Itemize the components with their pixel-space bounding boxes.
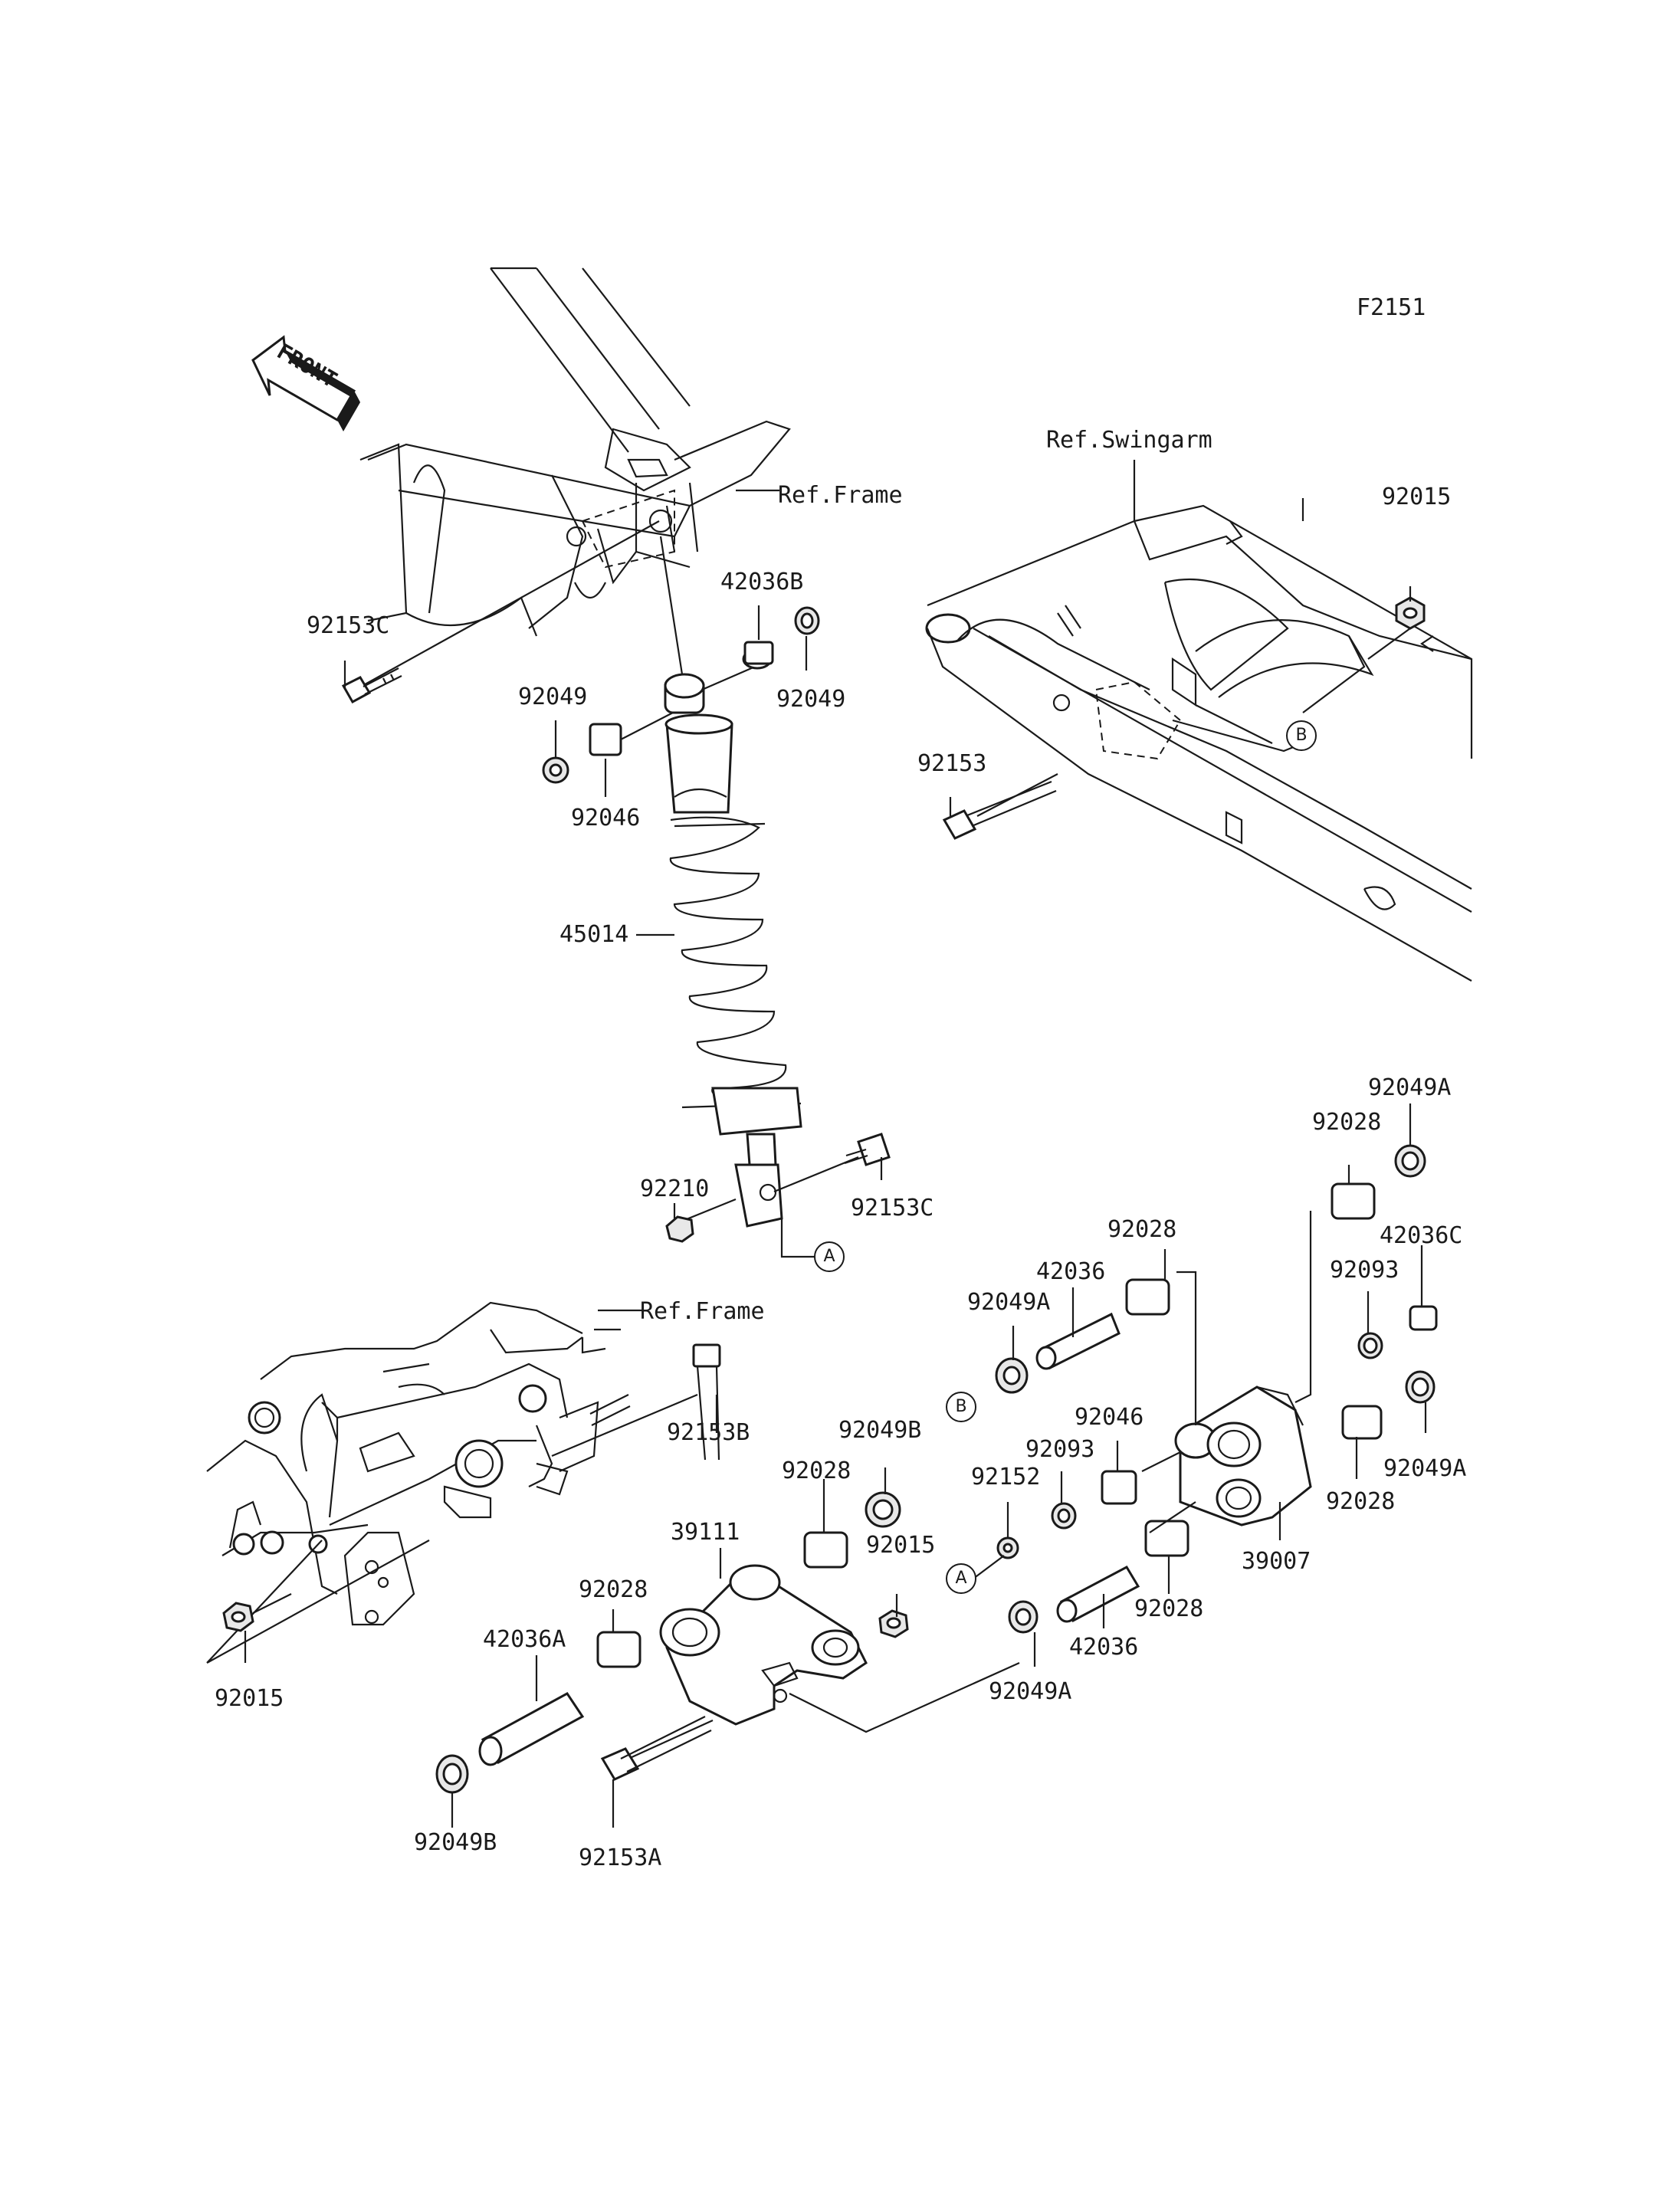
callout-b-swingarm: B: [1286, 720, 1317, 751]
part-label-39111: 39111: [671, 1519, 740, 1546]
part-label-92028-right: 92028: [1326, 1488, 1396, 1515]
part-label-92049a-left: 92049A: [967, 1289, 1051, 1316]
frame-top-drawing: [343, 268, 789, 702]
part-label-92153c-bottom: 92153C: [851, 1195, 934, 1221]
ref-frame-bottom-label: Ref.Frame: [640, 1298, 765, 1325]
tie-rod-drawing: [973, 1146, 1436, 1632]
leader-lines: [245, 460, 1426, 1828]
callout-a-shock: A: [814, 1241, 845, 1272]
part-label-42036-lower: 42036: [1069, 1634, 1139, 1661]
part-label-42036c: 42036C: [1380, 1222, 1463, 1249]
part-label-92028-mid: 92028: [1107, 1216, 1177, 1243]
callout-a-linkage: A: [946, 1563, 976, 1594]
part-label-92049a-top: 92049A: [1368, 1074, 1452, 1101]
part-label-92028-link: 92028: [782, 1458, 851, 1484]
shock-absorber-drawing: [661, 536, 889, 1257]
part-label-92028-top: 92028: [1312, 1109, 1382, 1136]
part-label-92153a: 92153A: [579, 1844, 662, 1871]
callout-b-linkage: B: [946, 1392, 976, 1422]
front-arrow-icon: FRONT: [253, 337, 360, 431]
part-label-92210: 92210: [640, 1176, 710, 1202]
frame-bottom-drawing: [207, 1303, 720, 1663]
part-label-45014: 45014: [559, 921, 629, 948]
part-label-92028-lower: 92028: [1134, 1595, 1204, 1622]
linkage-drawing: [437, 1493, 1019, 1792]
part-label-92093-mid: 92093: [1025, 1436, 1095, 1463]
part-label-92153: 92153: [917, 750, 987, 777]
diagram-code: F2151: [1357, 294, 1426, 321]
part-label-92049b-top: 92049B: [838, 1417, 922, 1444]
ref-frame-top-label: Ref.Frame: [778, 482, 903, 509]
part-label-92015-left: 92015: [215, 1685, 284, 1712]
part-label-92152: 92152: [971, 1464, 1041, 1490]
part-label-92049b-bottom: 92049B: [414, 1829, 497, 1856]
part-label-92093-right: 92093: [1330, 1257, 1399, 1284]
part-label-92049a-bottom: 92049A: [989, 1678, 1072, 1705]
part-label-92153b: 92153B: [667, 1419, 750, 1446]
part-label-42036b: 42036B: [720, 569, 804, 595]
shock-top-hardware: [543, 608, 819, 782]
part-label-92046-mid: 92046: [1075, 1404, 1144, 1431]
part-label-92153c-top: 92153C: [307, 612, 390, 639]
ref-swingarm-label: Ref.Swingarm: [1046, 427, 1212, 454]
part-label-42036-top: 42036: [1036, 1258, 1106, 1285]
part-label-42036a: 42036A: [483, 1626, 566, 1653]
part-label-92015-link: 92015: [866, 1532, 936, 1559]
swingarm-top-drawing: [927, 506, 1472, 981]
part-label-92046-top: 92046: [571, 805, 641, 831]
part-label-39007: 39007: [1242, 1548, 1311, 1575]
part-label-92015-top: 92015: [1382, 484, 1452, 510]
part-label-92049-left: 92049: [518, 684, 588, 710]
part-label-92028-left: 92028: [579, 1576, 648, 1603]
part-label-92049-right: 92049: [776, 686, 846, 713]
part-label-92049a-right: 92049A: [1383, 1455, 1467, 1482]
